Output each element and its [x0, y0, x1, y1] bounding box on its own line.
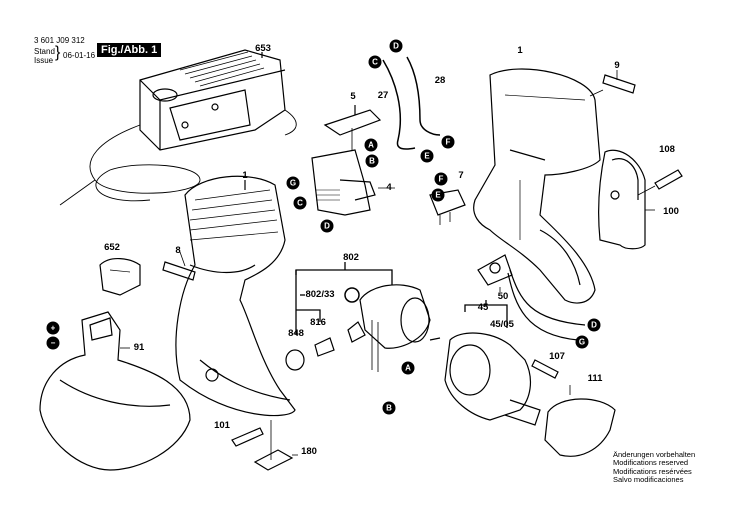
connector-c-top: C	[368, 55, 382, 69]
label-802-33: 802/33	[305, 289, 335, 300]
label-9: 9	[614, 60, 620, 71]
label-848: 848	[288, 328, 304, 339]
figure-label: Fig./Abb. 1	[97, 43, 162, 57]
connector-e-top: E	[420, 149, 434, 163]
screw-101-drawing	[231, 427, 264, 447]
connector-d-top: D	[389, 39, 403, 53]
label-8: 8	[175, 245, 181, 256]
label-100: 100	[663, 206, 679, 217]
note-fr: Modifications resérvées	[613, 466, 692, 476]
motor-drawing	[344, 284, 441, 372]
connector-g-led: G	[575, 335, 589, 349]
motor-group-bracket	[295, 262, 393, 335]
label-45: 45	[477, 302, 489, 313]
connector-g-switch: G	[286, 176, 300, 190]
label-1-right: 1	[517, 45, 523, 56]
label-45-05: 45/05	[490, 319, 514, 330]
charger-drawing	[59, 49, 297, 206]
connector-e-7: E	[431, 188, 445, 202]
label-7: 7	[458, 170, 464, 181]
connector-b-motor: B	[382, 401, 396, 415]
gear-housing-drawing	[444, 300, 541, 426]
connector-a-switch: A	[364, 138, 378, 152]
belt-clip-drawing	[597, 149, 655, 250]
cable-27-drawing	[382, 59, 416, 150]
brace: }	[55, 44, 61, 61]
battery-minus-terminal: −	[46, 336, 60, 350]
label-5: 5	[350, 91, 356, 102]
connector-d-led: D	[587, 318, 601, 332]
battery-plus-terminal: +	[46, 321, 60, 335]
boot-111-drawing	[544, 398, 616, 457]
label-50: 50	[497, 291, 509, 302]
label-802: 802	[343, 252, 359, 263]
note-es: Salvo modificaciones	[613, 474, 684, 484]
cable-28-drawing	[406, 56, 441, 136]
label-4: 4	[386, 182, 392, 193]
label-107: 107	[549, 351, 565, 362]
housing-left-drawing	[175, 175, 296, 417]
screw-107-drawing	[531, 359, 559, 379]
brush-holder-drawing	[314, 337, 335, 357]
label-27: 27	[377, 90, 389, 101]
label-180: 180	[301, 446, 317, 457]
stand-label: Stand	[34, 47, 55, 56]
battery-drawing	[39, 311, 191, 471]
label-28: 28	[434, 75, 446, 86]
modifications-notice: Änderungen vorbehalten Modifications res…	[613, 450, 696, 484]
issue-label: Issue	[34, 56, 54, 65]
nameplate-8-drawing	[162, 261, 196, 281]
switch-drawing	[311, 105, 395, 216]
part-number: 3 601 J09 312	[34, 36, 85, 45]
issue-date: 06-01-16	[63, 51, 96, 60]
connector-b-switch: B	[365, 154, 379, 168]
note-en: Modifications reserved	[613, 458, 689, 468]
label-108: 108	[659, 144, 675, 155]
label-1-left: 1	[242, 170, 248, 181]
label-91: 91	[133, 342, 145, 353]
label-180-drawing	[253, 449, 294, 471]
label-816: 816	[310, 317, 326, 328]
connector-f-top: F	[441, 135, 455, 149]
label-101: 101	[214, 420, 230, 431]
connector-c-switch: C	[293, 196, 307, 210]
label-111: 111	[587, 373, 603, 384]
label-652: 652	[104, 242, 120, 253]
led-board-drawing	[477, 254, 586, 341]
connector-d-switch: D	[320, 219, 334, 233]
label-653: 653	[255, 43, 271, 54]
nameplate-9-drawing	[602, 74, 636, 94]
cap-848-drawing	[285, 349, 305, 371]
connector-f-7: F	[434, 172, 448, 186]
battery-cap-drawing	[99, 258, 141, 296]
connector-a-motor: A	[401, 361, 415, 375]
note-de: Änderungen vorbehalten	[613, 450, 696, 459]
housing-right-drawing	[473, 68, 601, 304]
screw-108-drawing	[654, 169, 683, 190]
